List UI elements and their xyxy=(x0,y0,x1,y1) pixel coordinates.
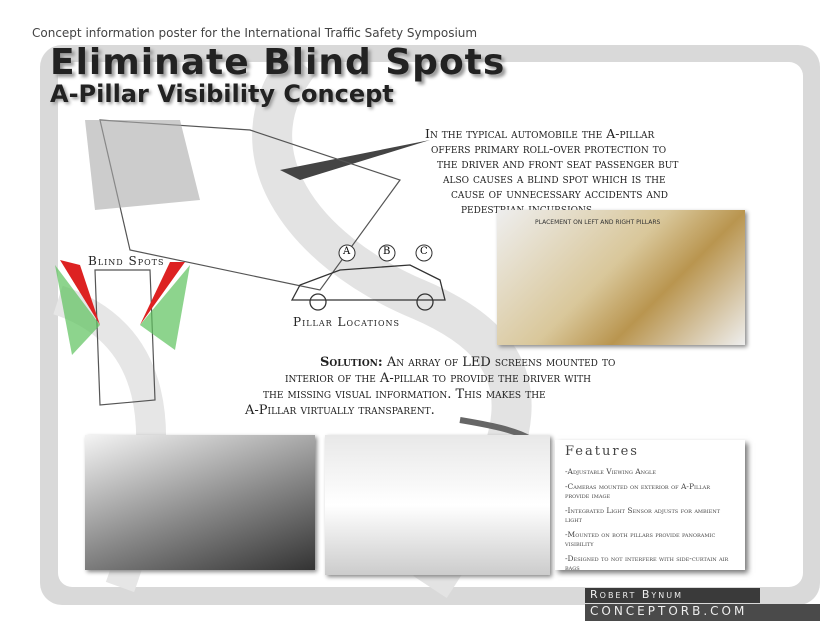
intro-text: In the typical automobile the A-pillar o… xyxy=(425,126,735,216)
pointer-arrow xyxy=(280,140,430,180)
intro-line: also causes a blind spot which is the xyxy=(443,171,666,186)
blind-spot-right xyxy=(140,265,190,350)
pillar-letter-a: A xyxy=(343,246,351,257)
pillar-locations-label: Pillar Locations xyxy=(293,315,400,329)
photo-label: PLACEMENT ON LEFT AND RIGHT PILLARS xyxy=(535,219,661,226)
blind-beam-left xyxy=(60,260,100,325)
solution-text: Solution: An array of LED screens mounte… xyxy=(245,355,715,419)
intro-line: offers primary roll-over protection to xyxy=(431,141,667,156)
solution-line: interior of the A-pillar to provide the … xyxy=(285,371,591,386)
feature-item: -Integrated Light Sensor adjusts for amb… xyxy=(565,506,721,524)
features-heading: Features xyxy=(565,444,639,459)
blind-spots-label: Blind Spots xyxy=(88,254,165,268)
poster-caption: Concept information poster for the Inter… xyxy=(32,26,478,40)
intro-line: In the typical automobile the A-pillar xyxy=(425,126,655,141)
pillar-letter-c: C xyxy=(420,246,428,257)
blind-spot-left xyxy=(55,265,100,355)
poster-title: Eliminate Blind Spots xyxy=(50,42,506,83)
intro-line: cause of unnecessary accidents and xyxy=(451,186,668,201)
pillar-screen-render xyxy=(85,435,315,570)
dashboard-photo xyxy=(497,210,745,345)
feature-item: -Designed to not interfere with side-cur… xyxy=(565,554,729,572)
car-side-sketch xyxy=(290,264,446,311)
solution-line: the missing visual information. This mak… xyxy=(263,387,546,402)
interior-render xyxy=(325,435,550,575)
intro-line: the driver and front seat passenger but xyxy=(437,156,679,171)
feature-item: -Mounted on both pillars provide panoram… xyxy=(565,530,716,548)
pillar-letter-b: B xyxy=(383,246,391,257)
author-website: conceptorb.com xyxy=(585,604,820,621)
feature-item: -Adjustable Viewing Angle xyxy=(565,467,656,476)
solution-lead: Solution: xyxy=(320,355,383,370)
features-box: Features -Adjustable Viewing Angle -Came… xyxy=(555,440,745,572)
blind-beam-right xyxy=(140,262,185,325)
car-top-sketch xyxy=(85,119,401,406)
poster-subtitle: A-Pillar Visibility Concept xyxy=(50,80,394,108)
feature-item: -Cameras mounted on exterior of A-Pillar… xyxy=(565,482,711,500)
author-name: Robert Bynum xyxy=(585,588,760,603)
solution-line: A-Pillar virtually transparent. xyxy=(245,403,435,418)
solution-line: An array of LED screens mounted to xyxy=(386,355,616,370)
